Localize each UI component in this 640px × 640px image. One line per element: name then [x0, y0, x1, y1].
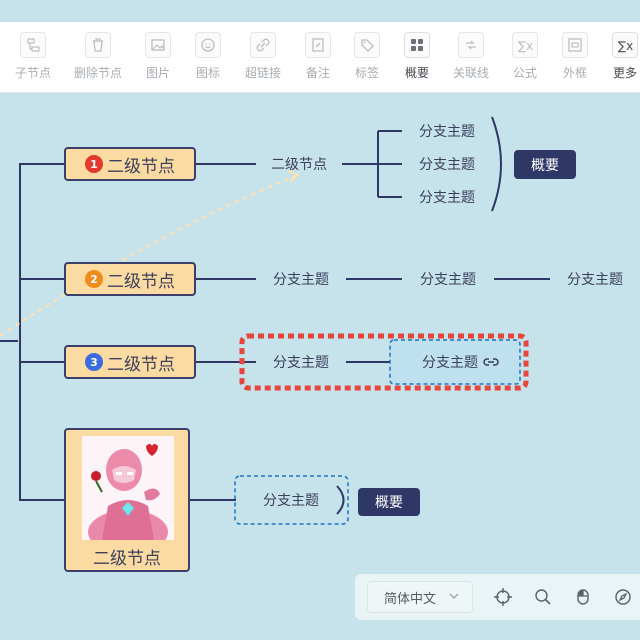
trash-icon	[85, 32, 111, 58]
toolbar-child-node-button[interactable]: 子节点	[5, 32, 61, 88]
toolbar-label: 更多	[612, 66, 637, 80]
link-icon	[250, 32, 276, 58]
secondary-node-3[interactable]: 3 二级节点	[64, 345, 196, 379]
toolbar-summary-button[interactable]: 概要	[389, 32, 445, 88]
branch-topic[interactable]: 分支主题	[273, 355, 329, 371]
toolbar-icon-button[interactable]: 图标	[180, 32, 236, 88]
toolbar-label: 关联线	[452, 66, 489, 80]
robot-portrait-icon	[82, 436, 174, 540]
link-icon[interactable]	[482, 355, 500, 369]
branch-topic[interactable]: 分支主题	[420, 272, 476, 288]
relation-line-icon	[458, 32, 484, 58]
zoom-icon[interactable]	[533, 587, 553, 607]
image-icon	[145, 32, 171, 58]
node-image	[82, 436, 174, 540]
toolbar-more-button[interactable]: ∑x 更多	[597, 32, 640, 88]
chevron-down-icon	[449, 593, 459, 599]
frame-icon	[562, 32, 588, 58]
toolbar-formula-button[interactable]: ∑x 公式	[497, 32, 553, 88]
branch-topic-linked[interactable]: 分支主题	[402, 350, 520, 374]
toolbar-hyperlink-button[interactable]: 超链接	[235, 32, 291, 88]
toolbar: 子节点 删除节点 图片 图标 超链接 备注 标签	[0, 22, 640, 93]
mouse-icon[interactable]	[573, 587, 593, 607]
more-formula-icon: ∑x	[612, 32, 638, 58]
toolbar-label: 子节点	[14, 66, 51, 80]
toolbar-label: 图标	[195, 66, 220, 80]
toolbar-relation-line-button[interactable]: 关联线	[443, 32, 499, 88]
target-icon[interactable]	[493, 587, 513, 607]
formula-icon: ∑x	[512, 32, 538, 58]
child-node-icon	[20, 32, 46, 58]
note-icon	[305, 32, 331, 58]
window-top-strip	[0, 0, 640, 22]
branch-topic[interactable]: 分支主题	[419, 190, 475, 206]
toolbar-image-button[interactable]: 图片	[130, 32, 186, 88]
smiley-icon	[195, 32, 221, 58]
secondary-node-2[interactable]: 2 二级节点	[64, 262, 196, 296]
toolbar-label: 图片	[145, 66, 170, 80]
toolbar-delete-node-button[interactable]: 删除节点	[70, 32, 126, 88]
secondary-node-label: 二级节点	[107, 354, 175, 375]
summary-grid-icon	[404, 32, 430, 58]
statusbar: 简体中文	[355, 574, 640, 620]
toolbar-tag-button[interactable]: 标签	[339, 32, 395, 88]
toolbar-label: 公式	[512, 66, 537, 80]
child-node[interactable]: 二级节点	[271, 157, 327, 173]
toolbar-label: 概要	[404, 66, 429, 80]
toolbar-note-button[interactable]: 备注	[290, 32, 346, 88]
secondary-node-label: 二级节点	[107, 271, 175, 292]
branch-topic[interactable]: 分支主题	[419, 124, 475, 140]
svg-text:∑x: ∑x	[518, 39, 533, 53]
image-node[interactable]: 二级节点	[64, 428, 190, 572]
secondary-node-label: 二级节点	[107, 156, 175, 177]
toolbar-label: 超链接	[244, 66, 281, 80]
svg-text:∑x: ∑x	[618, 39, 633, 53]
branch-topic-label: 分支主题	[422, 355, 478, 371]
branch-topic[interactable]: 分支主题	[567, 272, 623, 288]
tag-icon	[354, 32, 380, 58]
image-node-label: 二级节点	[93, 549, 161, 569]
priority-badge-2: 2	[85, 270, 103, 288]
toolbar-label: 删除节点	[73, 66, 122, 80]
toolbar-label: 标签	[354, 66, 379, 80]
priority-badge-1: 1	[85, 155, 103, 173]
language-select-value: 简体中文	[384, 591, 437, 607]
branch-topic[interactable]: 分支主题	[273, 272, 329, 288]
toolbar-frame-button[interactable]: 外框	[547, 32, 603, 88]
secondary-node-1[interactable]: 1 二级节点	[64, 147, 196, 181]
toolbar-label: 备注	[305, 66, 330, 80]
language-select[interactable]: 简体中文	[367, 581, 473, 613]
branch-topic[interactable]: 分支主题	[263, 493, 319, 509]
summary-node[interactable]: 概要	[514, 150, 576, 179]
toolbar-label: 外框	[562, 66, 587, 80]
compass-icon[interactable]	[613, 587, 633, 607]
branch-topic[interactable]: 分支主题	[419, 157, 475, 173]
priority-badge-3: 3	[85, 353, 103, 371]
summary-node[interactable]: 概要	[358, 488, 420, 516]
